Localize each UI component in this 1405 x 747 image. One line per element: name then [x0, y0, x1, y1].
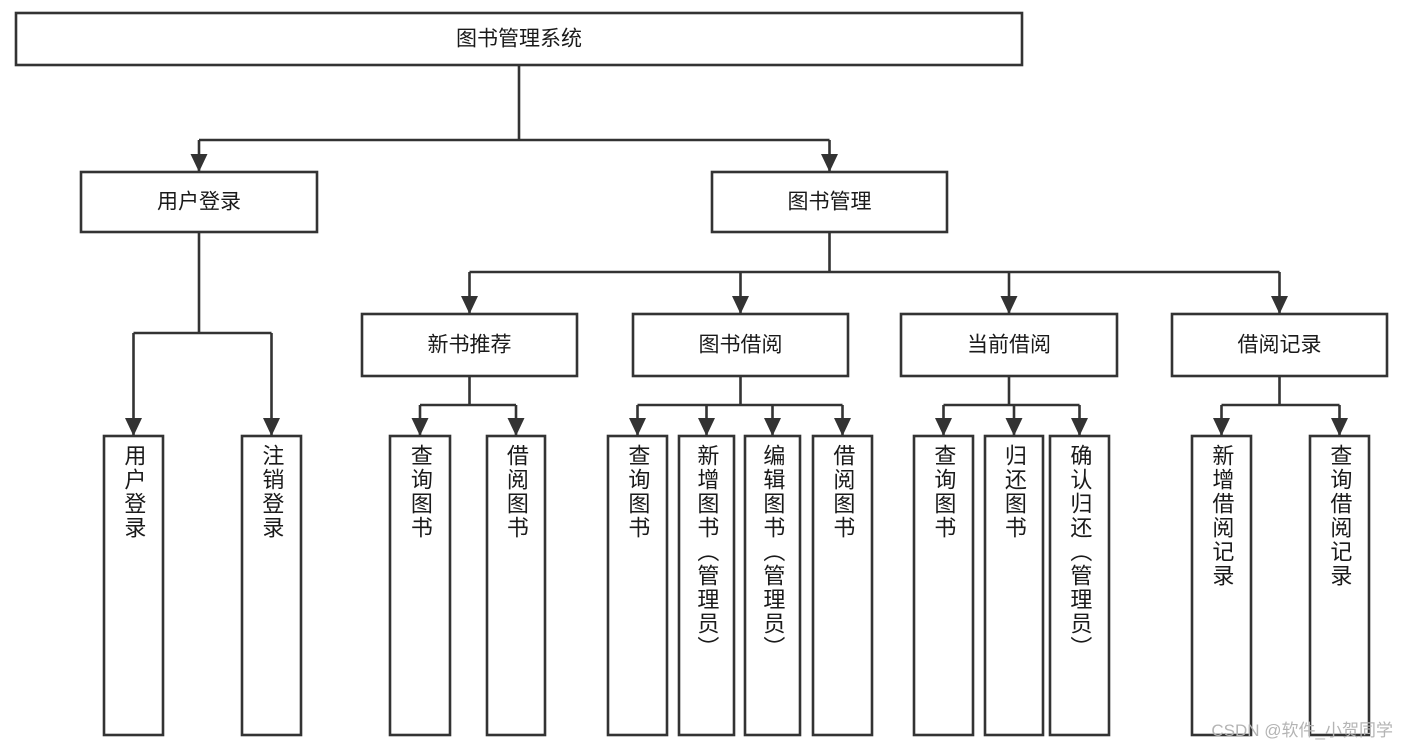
arrowhead-icon-bookmanage-to-new-book-rec	[461, 296, 478, 314]
arrowhead-icon-book-borrow-to-leaf-edit-book	[764, 418, 781, 436]
node-label-user-login: 用户登录	[157, 191, 241, 214]
arrowhead-icon-new-book-rec-to-leaf-query-book-1	[411, 418, 429, 436]
node-box-current-borrow[interactable]	[899, 312, 1119, 378]
arrowhead-icon-borrow-record-to-leaf-query-record	[1331, 418, 1348, 436]
arrowhead-icon-book-borrow-to-leaf-borrow-book-2	[834, 418, 851, 436]
node-label-book-borrow: 图书借阅	[699, 334, 783, 357]
leaf-box-leaf-edit-book[interactable]	[743, 434, 802, 737]
leaf-box-leaf-query-record[interactable]	[1308, 434, 1371, 737]
arrowhead-icon-root-to-user-login	[190, 154, 208, 172]
node-box-book-manage[interactable]	[710, 170, 949, 234]
arrowhead-icon-bookmanage-to-borrow-record	[1271, 296, 1288, 314]
arrowhead-icon-user-login-to-leaf-user-login	[125, 418, 142, 436]
node-box-user-login[interactable]	[79, 170, 319, 234]
leaf-box-leaf-query-book-2[interactable]	[606, 434, 669, 737]
arrowhead-icon-root-to-book-manage	[821, 154, 838, 172]
connectors-layer	[125, 65, 1348, 436]
arrowhead-icon-current-borrow-to-leaf-query-book-3	[935, 418, 952, 436]
arrowhead-icon-bookmanage-to-book-borrow	[732, 296, 749, 314]
leaf-box-leaf-add-record[interactable]	[1190, 434, 1253, 737]
arrowhead-icon-book-borrow-to-leaf-query-book-2	[629, 418, 646, 436]
arrowhead-icon-borrow-record-to-leaf-add-record	[1213, 418, 1230, 436]
node-box-book-borrow[interactable]	[631, 312, 850, 378]
node-label-book-manage: 图书管理	[788, 191, 872, 214]
leaf-box-leaf-borrow-book-2[interactable]	[811, 434, 874, 737]
arrowhead-icon-current-borrow-to-leaf-confirm-return	[1071, 418, 1088, 436]
boxes-layer	[14, 11, 1389, 737]
leaf-box-leaf-add-book[interactable]	[677, 434, 736, 737]
arrowhead-icon-user-login-to-leaf-logout	[263, 418, 280, 436]
leaf-box-leaf-query-book-3[interactable]	[912, 434, 975, 737]
node-label-new-book-rec: 新书推荐	[428, 334, 512, 357]
arrowhead-icon-current-borrow-to-leaf-return-book	[1005, 418, 1023, 436]
arrowhead-icon-new-book-rec-to-leaf-borrow-book-1	[507, 418, 525, 436]
leaf-box-leaf-borrow-book-1[interactable]	[485, 434, 547, 737]
leaf-box-leaf-query-book-1[interactable]	[388, 434, 452, 737]
arrowhead-icon-book-borrow-to-leaf-add-book	[698, 418, 715, 436]
arrowhead-icon-bookmanage-to-current-borrow	[1000, 296, 1018, 314]
node-label-current-borrow: 当前借阅	[967, 334, 1051, 357]
node-box-borrow-record[interactable]	[1170, 312, 1389, 378]
leaf-box-leaf-return-book[interactable]	[983, 434, 1045, 737]
csdn-watermark: CSDN @软件_小贺同学	[1211, 721, 1393, 740]
leaf-box-leaf-user-login[interactable]	[102, 434, 165, 737]
node-label-borrow-record: 借阅记录	[1238, 334, 1322, 357]
leaf-box-leaf-confirm-return[interactable]	[1048, 434, 1111, 737]
node-label-root: 图书管理系统	[456, 28, 582, 51]
node-box-new-book-rec[interactable]	[360, 312, 579, 378]
node-box-root[interactable]	[14, 11, 1024, 67]
leaf-box-leaf-logout[interactable]	[240, 434, 303, 737]
